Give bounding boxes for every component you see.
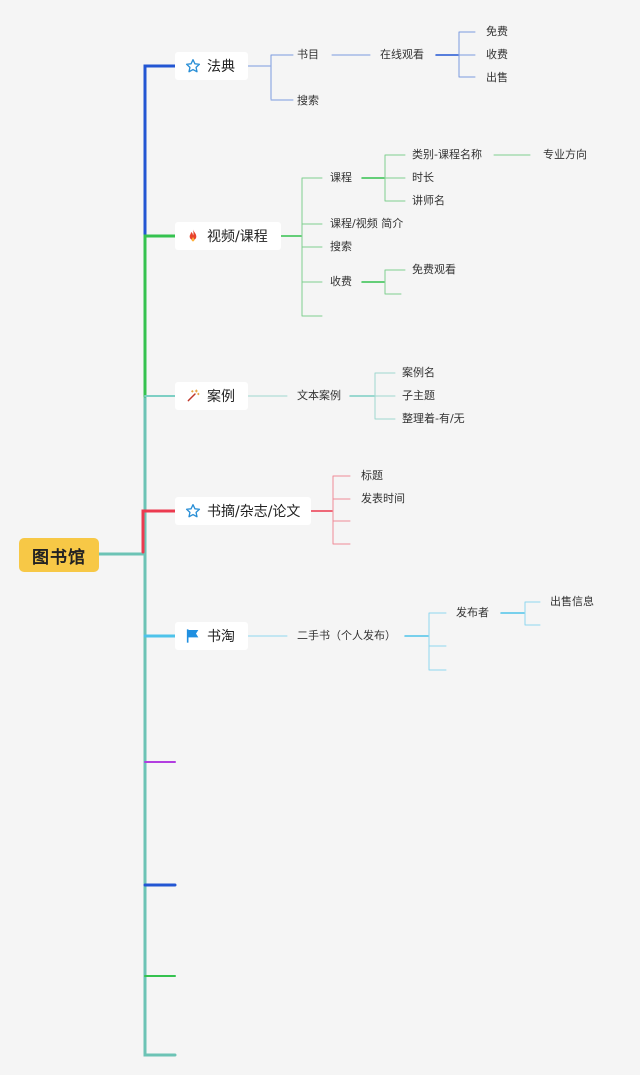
node-shoufei[interactable]: 收费 <box>486 48 508 61</box>
star-outline-icon <box>184 502 202 520</box>
flag-icon <box>184 627 202 645</box>
branch-line-4 <box>141 509 177 554</box>
topic-shipin-kecheng[interactable]: 视频/课程 <box>175 222 281 250</box>
node-kecheng-jianjie[interactable]: 课程/视频 简介 <box>330 217 404 230</box>
node-anli-ming[interactable]: 案例名 <box>402 366 435 379</box>
node-kecheng[interactable]: 课程 <box>330 171 352 184</box>
magic-wand-icon <box>184 387 202 405</box>
subtree-lines-5 <box>247 601 541 671</box>
subtree-lines-4 <box>310 475 351 545</box>
topic-label: 书摘/杂志/论文 <box>207 504 301 520</box>
topic-label: 案例 <box>207 389 235 405</box>
node-shumu[interactable]: 书目 <box>297 48 319 61</box>
node-zhuanye-fangxiang[interactable]: 专业方向 <box>543 148 587 161</box>
subtree-lines-3 <box>247 372 396 420</box>
node-chushou[interactable]: 出售 <box>486 71 508 84</box>
subtree-lines-1 <box>247 31 476 101</box>
node-zi-zhuti[interactable]: 子主题 <box>402 389 435 402</box>
node-zhengli-zhe[interactable]: 整理着-有/无 <box>402 412 465 425</box>
node-shichang[interactable]: 时长 <box>412 171 434 184</box>
topic-shutao[interactable]: 书淘 <box>175 622 248 650</box>
node-mianfei[interactable]: 免费 <box>486 25 508 38</box>
topic-label: 视频/课程 <box>207 229 268 245</box>
node-mianfei-guankan[interactable]: 免费观看 <box>412 263 456 276</box>
node-shoufei-2[interactable]: 收费 <box>330 275 352 288</box>
star-outline-icon <box>184 57 202 75</box>
topic-fadian[interactable]: 法典 <box>175 52 248 80</box>
node-fabu-zhe[interactable]: 发布者 <box>456 606 489 619</box>
node-leibie-kecheng-mingcheng[interactable]: 类别-课程名称 <box>412 148 482 161</box>
topic-label: 书淘 <box>207 629 235 645</box>
node-wenben-anli[interactable]: 文本案例 <box>297 389 341 402</box>
topic-shuzhai-zazhi-lunwen[interactable]: 书摘/杂志/论文 <box>175 497 311 525</box>
topic-label: 法典 <box>207 59 235 75</box>
node-ershou-shu[interactable]: 二手书（个人发布） <box>297 629 396 642</box>
node-sousuo-2[interactable]: 搜索 <box>330 240 352 253</box>
root-label: 图书馆 <box>32 547 86 568</box>
topic-anli[interactable]: 案例 <box>175 382 248 410</box>
root-topic[interactable]: 图书馆 <box>19 538 99 572</box>
fire-icon <box>184 227 202 245</box>
node-jiangshi-ming[interactable]: 讲师名 <box>412 194 445 207</box>
node-sousuo[interactable]: 搜索 <box>297 94 319 107</box>
node-fabiao-shijian[interactable]: 发表时间 <box>361 492 405 505</box>
node-zaixian-guankan[interactable]: 在线观看 <box>380 48 424 61</box>
spine-line <box>97 233 177 1057</box>
subtree-lines-2 <box>280 154 531 317</box>
branch-line-1 <box>143 64 177 239</box>
branch-line-2 <box>143 234 177 398</box>
node-biaoti[interactable]: 标题 <box>361 469 383 482</box>
node-chushou-xinxi[interactable]: 出售信息 <box>550 595 594 608</box>
